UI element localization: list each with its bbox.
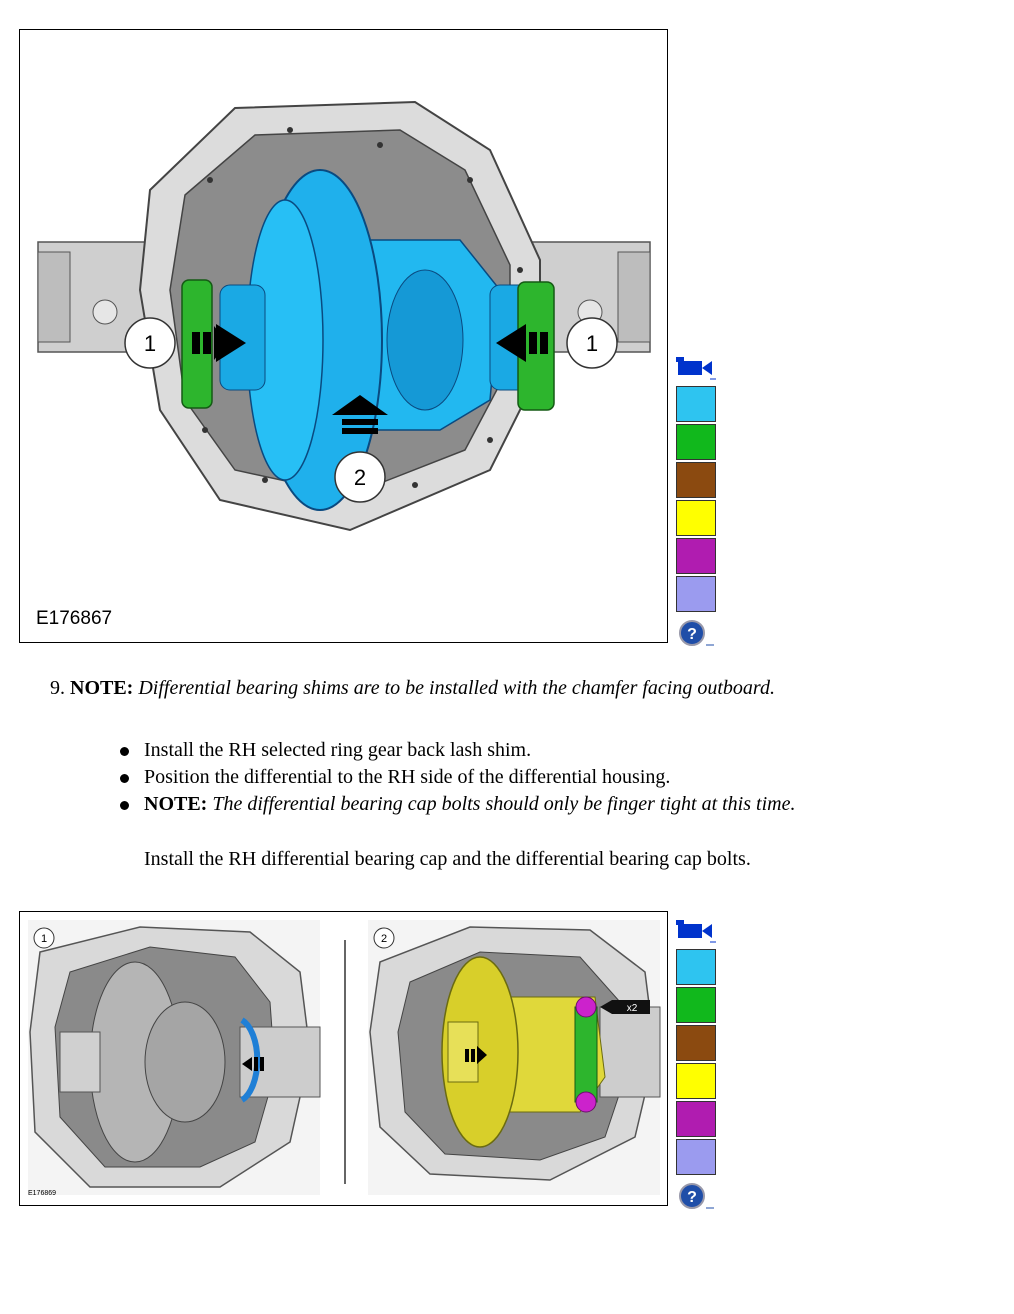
figure-bearing-cap: 1 x2 2 E176869 <box>19 911 668 1206</box>
figure-differential-shims: 1 1 2 E176867 <box>19 29 668 643</box>
step-number: 9. <box>50 677 65 699</box>
help-icon[interactable]: ? <box>676 618 716 648</box>
note-text: The differential bearing cap bolts shoul… <box>212 793 796 815</box>
figure-id: E176869 <box>28 1190 57 1197</box>
legend-swatch <box>676 576 716 612</box>
help-icon[interactable]: ? <box>676 1181 716 1211</box>
legend-swatch <box>676 1063 716 1099</box>
svg-text:?: ? <box>687 1189 697 1206</box>
color-legend-2: ? <box>676 918 716 1216</box>
legend-swatch <box>676 1101 716 1137</box>
list-item: Install the RH selected ring gear back l… <box>120 737 795 764</box>
arrow-left-icon <box>242 1057 264 1071</box>
differential-illustration-2: 1 x2 2 <box>28 920 661 1195</box>
panel-1-label: 1 <box>41 933 47 945</box>
legend-swatch <box>676 462 716 498</box>
list-item: NOTE: The differential bearing cap bolts… <box>120 791 795 818</box>
sub-instruction: Install the RH differential bearing cap … <box>144 848 751 870</box>
legend-swatch <box>676 987 716 1023</box>
panel-2-label: 2 <box>381 933 387 945</box>
note-label: NOTE: <box>70 677 134 699</box>
multiplier-label: x2 <box>627 1003 638 1014</box>
legend-swatch <box>676 500 716 536</box>
figure-id: E176867 <box>36 608 113 629</box>
legend-swatch <box>676 1139 716 1175</box>
arrow-left-icon <box>496 324 548 362</box>
arrow-right-icon <box>192 324 246 362</box>
list-item: Position the differential to the RH side… <box>120 764 795 791</box>
callout-1-right: 1 <box>586 331 598 356</box>
differential-illustration-1: 1 1 2 <box>37 100 651 532</box>
step-9: 9. NOTE: Differential bearing shims are … <box>50 677 775 700</box>
camera-icon[interactable] <box>676 355 716 381</box>
note-text: Differential bearing shims are to be ins… <box>138 677 775 699</box>
instruction-list: Install the RH selected ring gear back l… <box>120 737 795 818</box>
legend-swatch <box>676 1025 716 1061</box>
legend-swatch <box>676 949 716 985</box>
note-label: NOTE: <box>144 793 208 815</box>
color-legend-1: ? <box>676 355 716 653</box>
callout-1-left: 1 <box>144 331 156 356</box>
legend-swatch <box>676 386 716 422</box>
legend-swatch <box>676 424 716 460</box>
legend-swatch <box>676 538 716 574</box>
camera-icon[interactable] <box>676 918 716 944</box>
callout-2: 2 <box>354 465 366 490</box>
svg-text:?: ? <box>687 626 697 643</box>
arrow-right-icon <box>465 1046 487 1064</box>
arrow-up-icon <box>332 395 388 434</box>
